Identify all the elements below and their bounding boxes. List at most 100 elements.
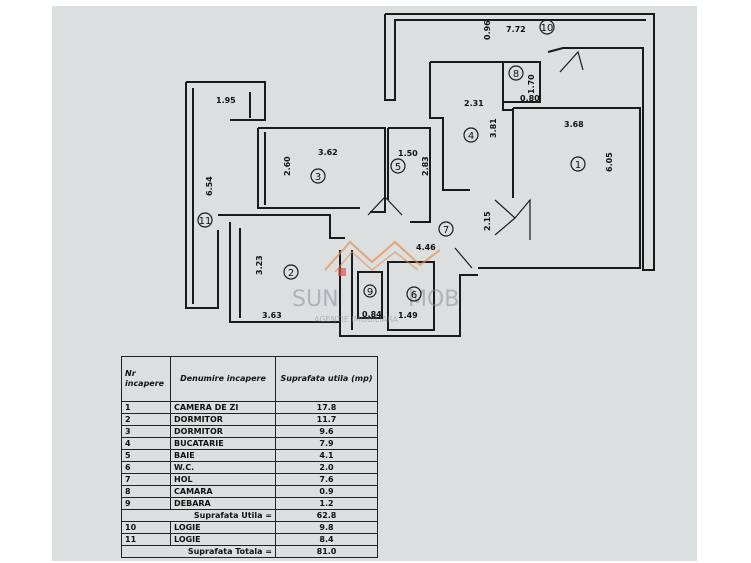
room-label-4: 4: [468, 131, 474, 142]
dim-150: 1.50: [398, 149, 418, 158]
row-area: 17.8: [275, 401, 378, 414]
room-label-1: 1: [575, 160, 581, 171]
row-nr: 11: [121, 533, 171, 546]
dim-084: 0.84: [362, 310, 382, 319]
total-area-value: 81.0: [275, 545, 378, 558]
room-1-wall: [478, 107, 641, 269]
row-name: BAIE: [170, 449, 276, 462]
room-7-wall: [339, 250, 478, 337]
dim-605: 6.05: [605, 152, 614, 172]
room-label-3: 3: [315, 172, 321, 183]
row-area: 2.0: [275, 461, 378, 474]
dim-362: 3.62: [318, 148, 338, 157]
row-name: HOL: [170, 473, 276, 486]
util-area-value: 62.8: [275, 509, 378, 522]
loggia-11-wall: [185, 81, 266, 309]
total-area-label: Suprafata Totala =: [121, 545, 276, 558]
room-marker-1: [570, 156, 586, 172]
row-nr: 7: [121, 473, 171, 486]
row-name: BUCATARIE: [170, 437, 276, 450]
row-area: 8.4: [275, 533, 378, 546]
room-label-7: 7: [443, 225, 449, 236]
row-nr: 6: [121, 461, 171, 474]
dim-283: 2.83: [421, 156, 430, 176]
dim-772: 7.72: [506, 25, 526, 34]
util-area-row: Suprafata Utila =62.8: [121, 509, 378, 522]
dim-654: 6.54: [205, 176, 214, 196]
row-nr: 1: [121, 401, 171, 414]
loggia-10-wall: [384, 13, 655, 271]
room-marker-8: [508, 65, 524, 81]
dim-170: 1.70: [527, 74, 536, 94]
dim-381: 3.81: [489, 118, 498, 138]
row-area: 4.1: [275, 449, 378, 462]
row-nr: 2: [121, 413, 171, 426]
row-area: 9.8: [275, 521, 378, 534]
util-area-label: Suprafata Utila =: [121, 509, 276, 522]
room-label-10: 10: [541, 23, 554, 34]
room-6-wall: [387, 261, 435, 331]
row-area: 7.9: [275, 437, 378, 450]
row-name: CAMARA: [170, 485, 276, 498]
row-area: 9.6: [275, 425, 378, 438]
room-5-wall: [387, 127, 431, 223]
room-area-table: Nr incapere Denumire incapere Suprafata …: [121, 356, 378, 558]
dim-363: 3.63: [262, 311, 282, 320]
row-area: 11.7: [275, 413, 378, 426]
row-name: LOGIE: [170, 533, 276, 546]
row-nr: 3: [121, 425, 171, 438]
row-area: 0.9: [275, 485, 378, 498]
room-marker-4: [463, 127, 479, 143]
room-marker-7: [438, 221, 454, 237]
row-name: W.C.: [170, 461, 276, 474]
room-label-8: 8: [513, 69, 519, 80]
room-marker-2: [283, 264, 299, 280]
room-marker-11: [197, 212, 213, 228]
watermark-tagline: AGENTIE IMOBILIARA: [314, 315, 398, 324]
dim-323: 3.23: [255, 255, 264, 275]
total-area-row: Suprafata Totala =81.0: [121, 545, 378, 558]
row-nr: 5: [121, 449, 171, 462]
header-area: Suprafata utila (mp): [275, 356, 378, 402]
room-label-2: 2: [288, 268, 294, 279]
row-area: 1.2: [275, 497, 378, 510]
room-3-wall: [257, 127, 386, 213]
dim-080: 0.80: [520, 94, 540, 103]
row-nr: 8: [121, 485, 171, 498]
room-2-wall: [218, 214, 345, 323]
row-name: CAMERA DE ZI: [170, 401, 276, 414]
dim-368: 3.68: [564, 120, 584, 129]
room-marker-3: [310, 168, 326, 184]
row-name: DORMITOR: [170, 413, 276, 426]
room-4-wall: [429, 61, 514, 198]
room-marker-10: [539, 19, 555, 35]
dim-096: 0.96: [483, 20, 492, 40]
room-marker-6: [406, 286, 422, 302]
row-name: DORMITOR: [170, 425, 276, 438]
table-header: Nr incapere Denumire incapere Suprafata …: [121, 356, 378, 402]
dim-446: 4.46: [416, 243, 436, 252]
header-nr: Nr incapere: [121, 356, 171, 402]
room-9-wall: [357, 271, 383, 319]
room-label-11: 11: [199, 216, 212, 227]
row-name: LOGIE: [170, 521, 276, 534]
dim-195: 1.95: [216, 96, 236, 105]
room-marker-5: [390, 158, 406, 174]
dim-231: 2.31: [464, 99, 484, 108]
watermark-brand-right: MOB: [408, 287, 459, 312]
dim-260: 2.60: [283, 156, 292, 176]
room-label-6: 6: [411, 290, 417, 301]
room-label-5: 5: [395, 162, 401, 173]
dim-149: 1.49: [398, 311, 418, 320]
row-name: DEBARA: [170, 497, 276, 510]
